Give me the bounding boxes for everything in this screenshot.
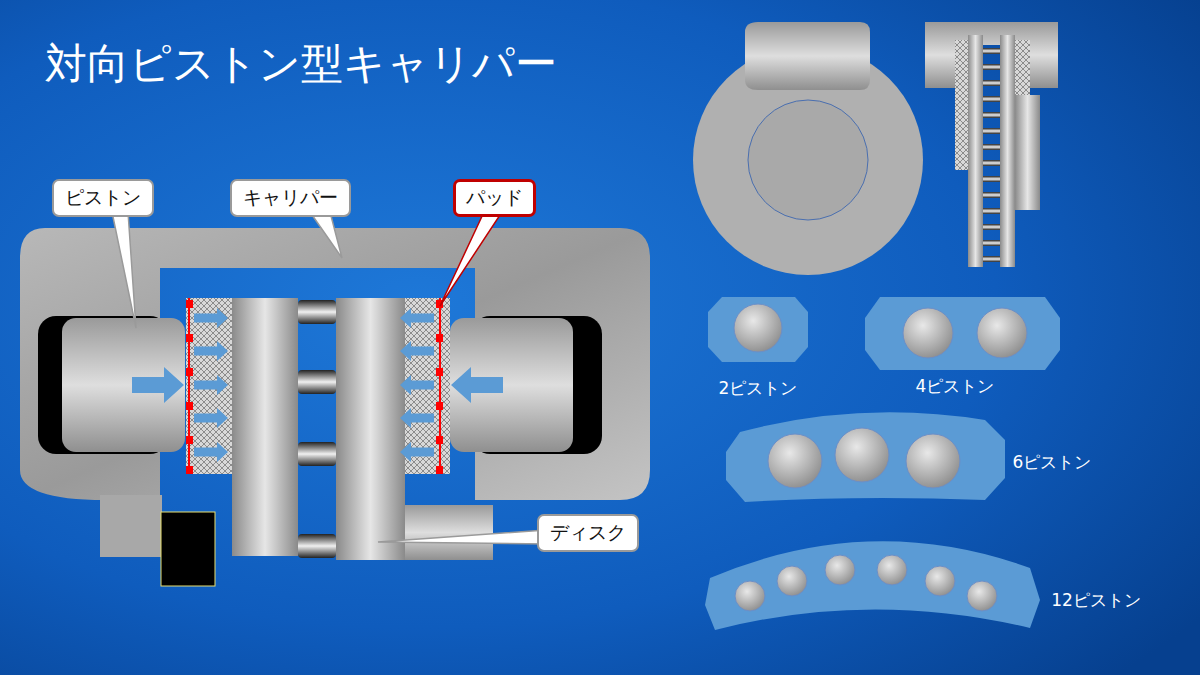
disc-plate — [232, 298, 298, 556]
piston — [450, 318, 573, 452]
disc-side — [1000, 35, 1015, 267]
caliper-outlines — [705, 297, 1060, 630]
disc-side-vanes — [983, 48, 1000, 262]
caliper-body — [20, 228, 650, 500]
disc-plate — [336, 298, 405, 560]
caliper-side — [925, 22, 1058, 88]
caliper-mount — [100, 495, 162, 557]
piston-count-label: 2ピストン — [719, 377, 798, 400]
disc-vanes — [298, 300, 336, 558]
disc-side — [968, 35, 983, 267]
callout-box: ピストン — [52, 179, 154, 217]
hub-side — [1015, 95, 1040, 210]
piston — [62, 318, 185, 452]
callout-box: パッド — [453, 179, 536, 217]
disc-hub — [748, 100, 868, 220]
callout-text: ディスク — [550, 520, 626, 546]
title: 対向ピストン型キャリパー — [45, 36, 557, 92]
piston-count-label: 4ピストン — [916, 375, 995, 398]
piston-count-label: 6ピストン — [1013, 451, 1092, 474]
force-arrows — [132, 308, 503, 462]
callout-tails — [112, 212, 546, 544]
callout-box: ディスク — [537, 514, 639, 552]
callout-box: キャリパー — [230, 179, 351, 217]
disc-hat — [405, 505, 493, 560]
bleeder-block — [161, 512, 215, 586]
caliper-front — [745, 22, 870, 90]
pistons-layout — [734, 304, 1027, 611]
callout-text: ピストン — [65, 185, 141, 211]
piston-count-label: 12ピストン — [1051, 589, 1141, 612]
callout-text: キャリパー — [243, 185, 338, 211]
brake-pad — [186, 298, 232, 474]
callout-text: パッド — [466, 185, 523, 211]
